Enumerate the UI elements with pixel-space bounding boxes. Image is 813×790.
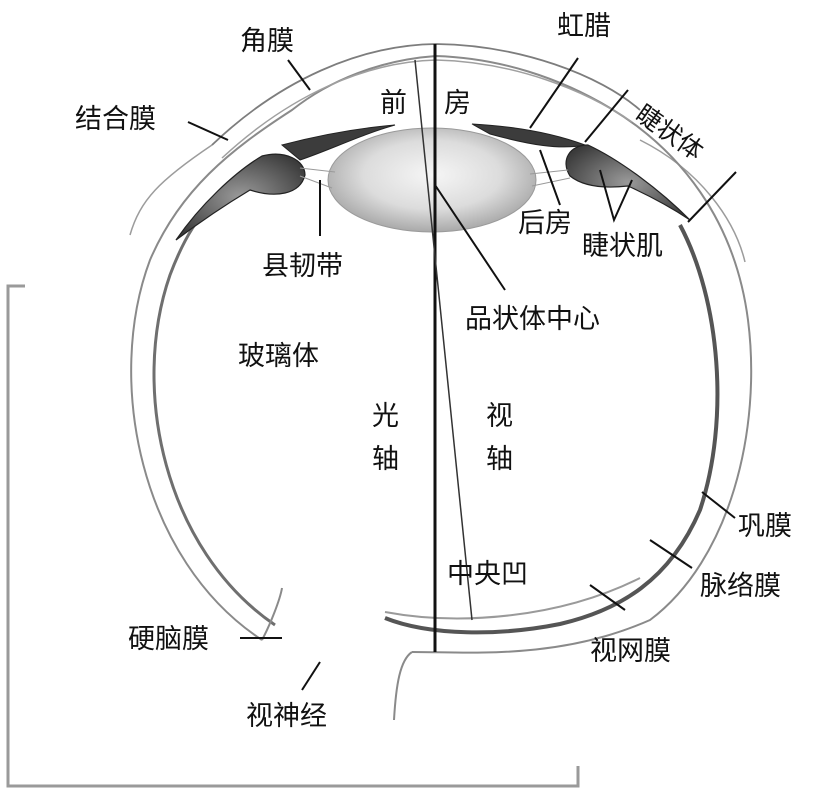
label-zonule: 县韧带 [262, 251, 343, 282]
label-vitreous: 玻璃体 [238, 341, 319, 372]
label-fovea: 中央凹 [447, 559, 528, 590]
label-conjunctiva: 结合膜 [75, 104, 156, 135]
leader-lines [187, 57, 737, 691]
optic-nerve-sheath [261, 587, 283, 641]
choroid-contour-right [384, 224, 720, 635]
iris-left [280, 124, 396, 161]
orbit-bracket [6, 284, 580, 788]
label-ciliary-muscle: 睫状肌 [582, 231, 663, 262]
label-choroid: 脉络膜 [700, 571, 781, 602]
lens [327, 127, 537, 233]
sclera-outer [130, 54, 753, 654]
optic-nerve-stub [393, 651, 413, 721]
choroid-contour [152, 198, 276, 627]
ciliary-body-right [565, 144, 691, 221]
ciliary-body-left [175, 153, 306, 241]
conjunctiva-outline-left [129, 144, 213, 236]
label-anterior-chamber-left: 前 [380, 88, 407, 119]
label-cornea: 角膜 [240, 26, 294, 57]
retina-contour [384, 577, 641, 620]
label-visual-axis-1: 视 [486, 401, 513, 432]
label-optical-axis-2: 轴 [372, 444, 399, 475]
label-optic-nerve: 视神经 [246, 701, 327, 732]
label-dura-mater: 硬脑膜 [128, 624, 209, 655]
label-retina: 视网膜 [590, 636, 671, 667]
label-sclera: 巩膜 [738, 511, 792, 542]
label-posterior-chamber: 后房 [518, 208, 572, 239]
visual-axis-line [414, 59, 473, 621]
label-optical-axis-1: 光 [372, 401, 399, 432]
label-visual-axis-2: 轴 [486, 444, 513, 475]
label-iris: 虹腊 [557, 11, 611, 42]
label-anterior-chamber-right: 房 [444, 88, 471, 119]
label-lens-center: 品状体中心 [465, 304, 600, 335]
